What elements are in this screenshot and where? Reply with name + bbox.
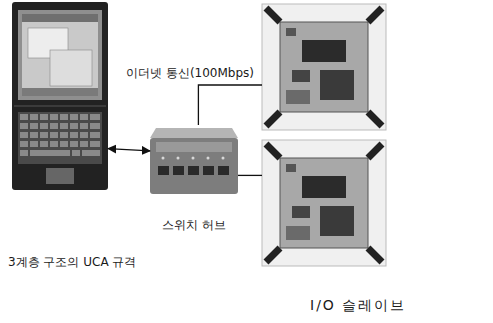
link-label: 이더넷 통신(100Mbps) bbox=[124, 66, 256, 80]
switch-hub-picture bbox=[150, 128, 238, 194]
connector-line bbox=[238, 175, 262, 176]
node-label: 스위치 허브 bbox=[162, 218, 226, 232]
node-label: I/O 슬레이브 bbox=[310, 297, 406, 314]
io-board-picture bbox=[262, 140, 386, 266]
laptop-node: 3계층 구조의 UCA 규격 bbox=[12, 2, 108, 190]
connector-line bbox=[108, 149, 150, 151]
switch-hub-node: 스위치 허브 bbox=[150, 125, 238, 197]
node-label: 3계층 구조의 UCA 규격 bbox=[8, 255, 136, 269]
laptop-picture bbox=[12, 2, 108, 190]
io-slave-node: I/O 슬레이브 bbox=[262, 0, 388, 270]
connector-line bbox=[198, 85, 262, 125]
io-board-picture bbox=[262, 4, 386, 130]
